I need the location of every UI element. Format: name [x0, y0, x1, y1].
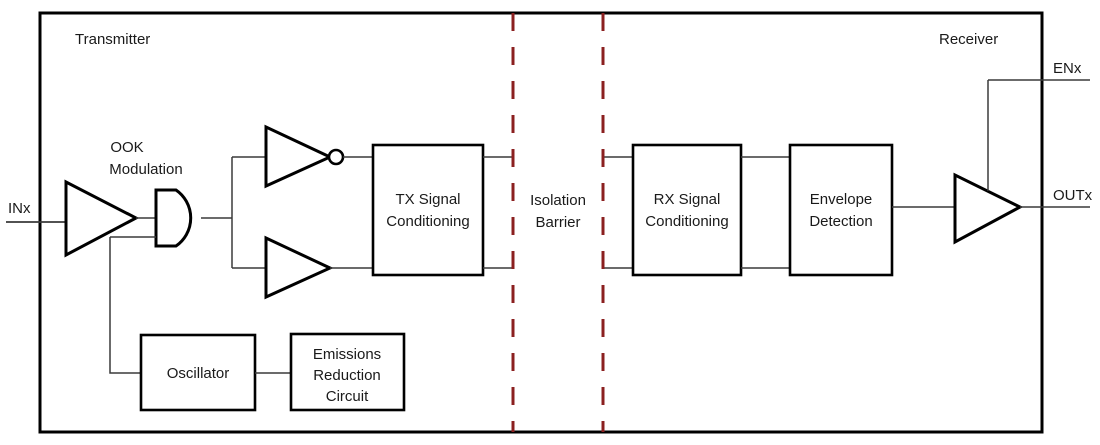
block-tx-signal-conditioning	[371, 143, 485, 277]
input-buffer-gate	[64, 179, 140, 258]
rx-cond-label-line1: RX Signal	[654, 191, 721, 208]
port-label-enx: ENx	[1053, 60, 1082, 77]
block-rx-signal-conditioning	[631, 143, 743, 277]
inverter-bubble-icon	[327, 148, 345, 166]
port-label-outx: OUTx	[1053, 187, 1093, 204]
block-emissions-reduction-circuit	[289, 332, 406, 412]
and-gate	[154, 188, 193, 248]
emissions-label-line3: Circuit	[326, 388, 369, 405]
ook-label-line1: OOK	[110, 139, 143, 156]
inverting-driver-gate	[264, 124, 334, 189]
wire-oscillator-to-and-gate	[109, 237, 141, 374]
envelope-label-line1: Envelope	[810, 191, 873, 208]
envelope-label-line2: Detection	[809, 213, 872, 230]
section-label-transmitter: Transmitter	[75, 31, 150, 48]
tx-cond-label-line2: Conditioning	[386, 213, 469, 230]
port-label-inx: INx	[8, 200, 31, 217]
emissions-label-line1: Emissions	[313, 346, 381, 363]
section-label-receiver: Receiver	[939, 31, 998, 48]
rx-cond-label-line2: Conditioning	[645, 213, 728, 230]
block-envelope-detection	[788, 143, 894, 277]
emissions-label-line2: Reduction	[313, 367, 381, 384]
isolation-barrier-label-line1: Isolation	[530, 192, 586, 209]
oscillator-label: Oscillator	[167, 365, 230, 382]
ook-label-line2: Modulation	[109, 161, 182, 178]
tx-cond-label-line1: TX Signal	[395, 191, 460, 208]
noninverting-driver-gate	[264, 235, 334, 300]
isolation-barrier-label-line2: Barrier	[535, 214, 580, 231]
